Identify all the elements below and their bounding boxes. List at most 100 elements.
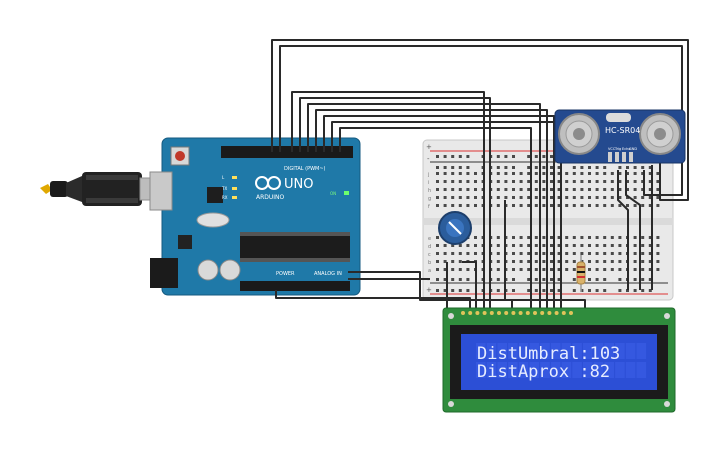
breadboard-hole[interactable] <box>451 244 455 247</box>
lcd-pin[interactable] <box>525 311 530 315</box>
breadboard-hole[interactable] <box>534 268 538 271</box>
breadboard-hole[interactable] <box>610 180 614 183</box>
breadboard-hole[interactable] <box>466 196 470 199</box>
breadboard-hole[interactable] <box>436 188 439 191</box>
breadboard-hole[interactable] <box>595 260 599 263</box>
breadboard-hole[interactable] <box>633 172 637 175</box>
rail-hole[interactable] <box>550 155 553 158</box>
rail-hole[interactable] <box>496 155 500 158</box>
breadboard-hole[interactable] <box>512 244 515 247</box>
rail-hole[interactable] <box>451 289 455 292</box>
rail-hole[interactable] <box>542 289 546 292</box>
breadboard-hole[interactable] <box>610 172 614 175</box>
breadboard-hole[interactable] <box>534 244 538 247</box>
breadboard-hole[interactable] <box>527 236 531 239</box>
breadboard-hole[interactable] <box>534 236 538 239</box>
breadboard-hole[interactable] <box>474 172 477 175</box>
breadboard-hole[interactable] <box>550 196 553 199</box>
breadboard-hole[interactable] <box>474 204 477 207</box>
breadboard-hole[interactable] <box>519 260 523 263</box>
breadboard-hole[interactable] <box>603 172 607 175</box>
rail-hole[interactable] <box>496 289 500 292</box>
breadboard-hole[interactable] <box>580 172 584 175</box>
rail-hole[interactable] <box>466 155 470 158</box>
breadboard-hole[interactable] <box>618 244 622 247</box>
rail-hole[interactable] <box>466 166 470 169</box>
breadboard-hole[interactable] <box>610 244 614 247</box>
rail-hole[interactable] <box>580 289 584 292</box>
breadboard-hole[interactable] <box>656 196 660 199</box>
breadboard-hole[interactable] <box>542 172 546 175</box>
breadboard-hole[interactable] <box>474 244 477 247</box>
breadboard-hole[interactable] <box>458 260 462 263</box>
rail-hole[interactable] <box>466 278 470 281</box>
breadboard-hole[interactable] <box>656 260 660 263</box>
breadboard-hole[interactable] <box>534 260 538 263</box>
breadboard-hole[interactable] <box>610 260 614 263</box>
rail-hole[interactable] <box>451 166 455 169</box>
breadboard-hole[interactable] <box>656 236 660 239</box>
breadboard-hole[interactable] <box>474 188 477 191</box>
lcd-pin[interactable] <box>461 311 465 315</box>
breadboard-hole[interactable] <box>633 188 637 191</box>
breadboard-hole[interactable] <box>618 188 622 191</box>
rail-hole[interactable] <box>451 155 455 158</box>
wire[interactable] <box>271 39 689 201</box>
breadboard-hole[interactable] <box>496 244 500 247</box>
breadboard-hole[interactable] <box>588 180 591 183</box>
breadboard-hole[interactable] <box>534 172 538 175</box>
breadboard-hole[interactable] <box>641 252 645 255</box>
breadboard-hole[interactable] <box>648 260 652 263</box>
breadboard-hole[interactable] <box>610 236 614 239</box>
breadboard-hole[interactable] <box>443 268 447 271</box>
breadboard-hole[interactable] <box>641 172 645 175</box>
breadboard-hole[interactable] <box>595 268 599 271</box>
breadboard-hole[interactable] <box>527 180 531 183</box>
breadboard-hole[interactable] <box>610 268 614 271</box>
breadboard-hole[interactable] <box>542 268 546 271</box>
breadboard-hole[interactable] <box>504 188 508 191</box>
breadboard-hole[interactable] <box>565 252 569 255</box>
breadboard-hole[interactable] <box>542 180 546 183</box>
breadboard-hole[interactable] <box>595 172 599 175</box>
rail-hole[interactable] <box>595 278 599 281</box>
breadboard-hole[interactable] <box>565 244 569 247</box>
rail-hole[interactable] <box>572 278 576 281</box>
breadboard-hole[interactable] <box>656 172 660 175</box>
rail-hole[interactable] <box>618 289 622 292</box>
rail-hole[interactable] <box>458 289 462 292</box>
breadboard-hole[interactable] <box>595 252 599 255</box>
breadboard-hole[interactable] <box>648 268 652 271</box>
rail-hole[interactable] <box>550 289 553 292</box>
breadboard-hole[interactable] <box>436 260 439 263</box>
rail-hole[interactable] <box>458 155 462 158</box>
breadboard-hole[interactable] <box>557 252 561 255</box>
potentiometer[interactable] <box>438 211 472 245</box>
breadboard-hole[interactable] <box>527 268 531 271</box>
breadboard-hole[interactable] <box>527 244 531 247</box>
breadboard-hole[interactable] <box>565 236 569 239</box>
breadboard-hole[interactable] <box>572 268 576 271</box>
sensor-pin[interactable] <box>622 152 626 162</box>
lcd-pin[interactable] <box>468 311 473 315</box>
breadboard-hole[interactable] <box>572 172 576 175</box>
breadboard-hole[interactable] <box>550 268 553 271</box>
breadboard-hole[interactable] <box>496 204 500 207</box>
breadboard-hole[interactable] <box>443 204 447 207</box>
breadboard-hole[interactable] <box>656 180 660 183</box>
breadboard-hole[interactable] <box>443 196 447 199</box>
breadboard-hole[interactable] <box>466 244 470 247</box>
rail-hole[interactable] <box>603 166 607 169</box>
breadboard-hole[interactable] <box>603 236 607 239</box>
breadboard-hole[interactable] <box>519 236 523 239</box>
rail-hole[interactable] <box>633 278 637 281</box>
rail-hole[interactable] <box>436 166 439 169</box>
rail-hole[interactable] <box>504 155 508 158</box>
arduino-uno-board[interactable]: ARDUINO UNO DIGITAL (PWM~) POWER ANALOG … <box>149 137 361 296</box>
breadboard-hole[interactable] <box>603 268 607 271</box>
breadboard-hole[interactable] <box>557 268 561 271</box>
lcd-module[interactable]: DistUmbral:103 DistAprox :82 <box>442 307 676 413</box>
breadboard-hole[interactable] <box>519 252 523 255</box>
breadboard-hole[interactable] <box>466 204 470 207</box>
